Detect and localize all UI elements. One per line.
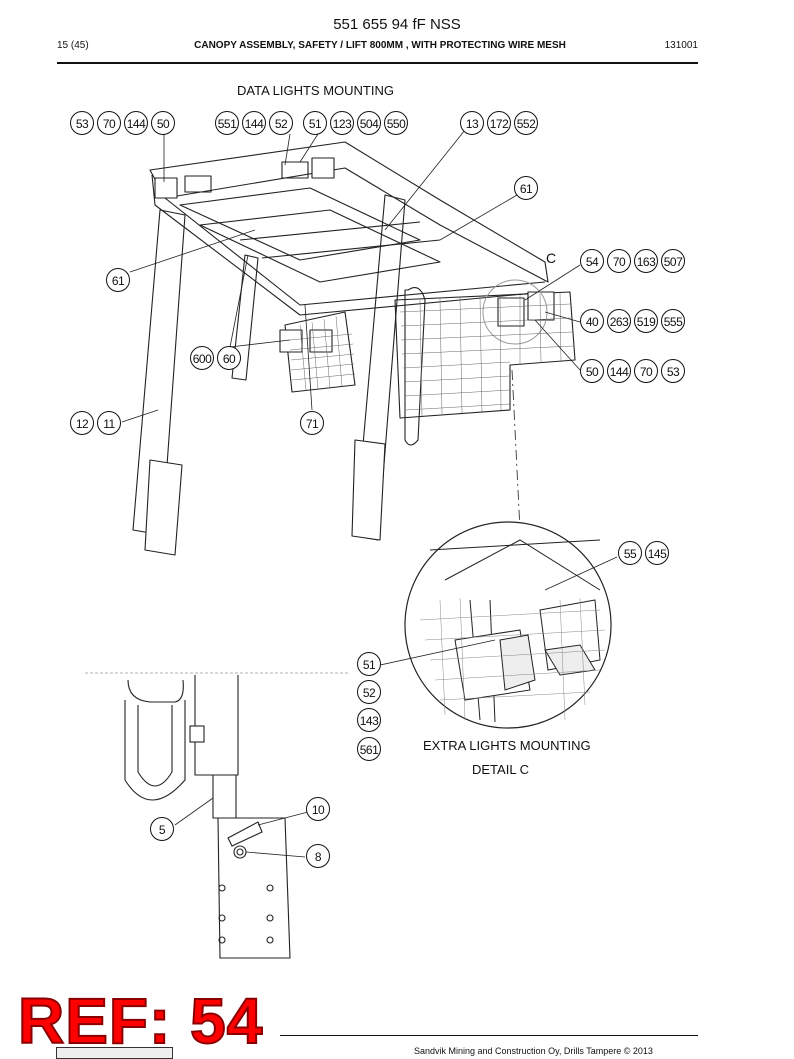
front-mesh-panel xyxy=(284,311,356,393)
callout-bubble[interactable]: 600 xyxy=(190,346,214,370)
callout-bubble[interactable]: 52 xyxy=(357,680,381,704)
callout-bubble[interactable]: 519 xyxy=(634,309,658,333)
callout-bubble[interactable]: 52 xyxy=(269,111,293,135)
callout-bubble[interactable]: 172 xyxy=(487,111,511,135)
callout-bubble[interactable]: 71 xyxy=(300,411,324,435)
data-light-left xyxy=(154,177,178,199)
callout-bubble[interactable]: 144 xyxy=(124,111,148,135)
callout-bubble[interactable]: 51 xyxy=(303,111,327,135)
callout-bubble[interactable]: 263 xyxy=(607,309,631,333)
callout-bubble[interactable]: 504 xyxy=(357,111,381,135)
side-mesh-panel xyxy=(394,291,576,419)
callout-bubble[interactable]: 163 xyxy=(634,249,658,273)
callout-bubble[interactable]: 145 xyxy=(645,541,669,565)
callout-bubble[interactable]: 60 xyxy=(217,346,241,370)
caption-data-lights: DATA LIGHTS MOUNTING xyxy=(237,83,394,98)
callout-bubble[interactable]: 11 xyxy=(97,411,121,435)
callout-bubble[interactable]: 61 xyxy=(514,176,538,200)
lower-post-detail xyxy=(124,675,291,959)
callout-bubble[interactable]: 143 xyxy=(357,708,381,732)
callout-bubble[interactable]: 51 xyxy=(357,652,381,676)
footer-copyright: Sandvik Mining and Construction Oy, Dril… xyxy=(414,1046,653,1056)
callout-bubble[interactable]: 55 xyxy=(618,541,642,565)
callout-bubble[interactable]: 70 xyxy=(607,249,631,273)
mesh-hatch xyxy=(289,292,574,417)
callout-bubble[interactable]: 61 xyxy=(106,268,130,292)
callout-bubble[interactable]: 551 xyxy=(215,111,239,135)
caption-detail: DETAIL C xyxy=(472,762,530,777)
callout-bubble[interactable]: 40 xyxy=(580,309,604,333)
callout-bubble[interactable]: 70 xyxy=(634,359,658,383)
callout-bubble[interactable]: 144 xyxy=(242,111,266,135)
callout-bubble[interactable]: 12 xyxy=(70,411,94,435)
callout-bubble[interactable]: 53 xyxy=(661,359,685,383)
data-light-right xyxy=(311,157,335,179)
caption-extra-lights: EXTRA LIGHTS MOUNTING xyxy=(423,738,591,753)
callout-bubble[interactable]: 53 xyxy=(70,111,94,135)
company-logo xyxy=(56,1047,173,1059)
document-number: 551 655 94 fF NSS xyxy=(333,16,461,33)
callout-bubble[interactable]: 13 xyxy=(460,111,484,135)
callout-bubble[interactable]: 507 xyxy=(661,249,685,273)
callout-bubble[interactable]: 50 xyxy=(151,111,175,135)
date-code: 131001 xyxy=(664,40,698,51)
ref-stamp: REF: 54 xyxy=(17,984,264,1058)
footer-rule xyxy=(280,1035,698,1036)
callout-bubble[interactable]: 552 xyxy=(514,111,538,135)
callout-bubble[interactable]: 5 xyxy=(150,817,174,841)
callout-bubble[interactable]: 54 xyxy=(580,249,604,273)
page-count: 15 (45) xyxy=(57,40,89,51)
detail-c-view xyxy=(404,521,612,729)
callout-bubble[interactable]: 144 xyxy=(607,359,631,383)
header-rule xyxy=(57,62,698,64)
callout-bubble[interactable]: 555 xyxy=(661,309,685,333)
callout-bubble[interactable]: 550 xyxy=(384,111,408,135)
callout-bubble[interactable]: 70 xyxy=(97,111,121,135)
canopy-top-frame xyxy=(149,141,549,283)
detail-callout-letter: C xyxy=(546,250,557,266)
canopy-lower-edge xyxy=(164,197,546,306)
callout-bubble[interactable]: 123 xyxy=(330,111,354,135)
document-title: CANOPY ASSEMBLY, SAFETY / LIFT 800MM , W… xyxy=(194,40,566,51)
callout-bubble[interactable]: 50 xyxy=(580,359,604,383)
callout-bubble[interactable]: 8 xyxy=(306,844,330,868)
callout-bubble[interactable]: 561 xyxy=(357,737,381,761)
callout-bubble[interactable]: 10 xyxy=(306,797,330,821)
